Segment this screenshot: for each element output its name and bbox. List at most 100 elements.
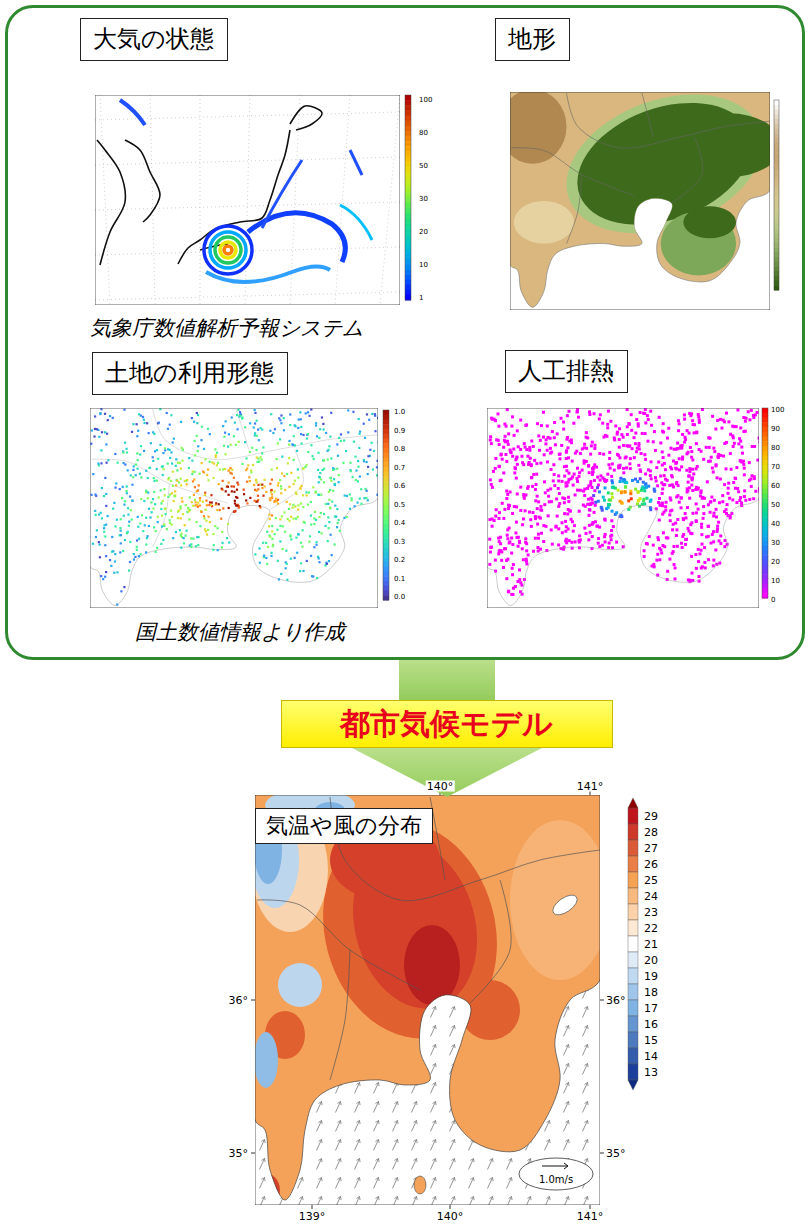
heat-cell — [611, 510, 614, 513]
heat-cell — [642, 499, 645, 502]
landuse-cell — [139, 473, 141, 475]
heat-cell — [684, 543, 687, 546]
landuse-cell — [237, 484, 239, 486]
heat-cell — [690, 484, 693, 487]
landuse-cell — [285, 567, 287, 569]
landuse-cell — [245, 469, 247, 471]
landuse-cell — [365, 497, 367, 499]
landuse-cell — [126, 532, 128, 534]
landuse-cell — [283, 417, 285, 419]
colorbar-cell — [774, 219, 779, 224]
landuse-cell — [364, 437, 366, 439]
landuse-cell — [256, 420, 258, 422]
landuse-cell — [167, 478, 169, 480]
landuse-cell — [215, 456, 217, 458]
landuse-cell — [128, 569, 130, 571]
landuse-cell — [368, 419, 370, 421]
landuse-cell — [328, 560, 330, 562]
landuse-cell — [226, 486, 228, 488]
landuse-cell — [114, 486, 116, 488]
heat-cell — [565, 457, 568, 460]
heat-cell — [680, 465, 683, 468]
landuse-cell — [269, 483, 271, 485]
heat-cell — [489, 478, 492, 481]
landuse-cell — [234, 502, 236, 504]
heat-cell — [667, 454, 670, 457]
landuse-cell — [139, 522, 141, 524]
heat-cell — [634, 442, 637, 445]
heat-cell — [511, 512, 514, 515]
colorbar-cell — [383, 557, 389, 562]
heat-cell — [501, 502, 504, 505]
landuse-cell — [279, 438, 281, 440]
heat-cell — [576, 467, 579, 470]
heat-cell — [705, 446, 708, 449]
landuse-cell — [225, 420, 227, 422]
landuse-cell — [170, 451, 172, 453]
colorbar-cell — [383, 562, 389, 567]
landuse-cell — [124, 442, 126, 444]
heat-cell — [639, 468, 642, 471]
typhoon-ring — [220, 242, 236, 258]
landuse-cell — [277, 503, 279, 505]
landuse-cell — [162, 452, 164, 454]
landuse-cell — [193, 421, 195, 423]
landuse-cell — [133, 465, 135, 467]
landuse-cell — [116, 519, 118, 521]
heat-cell — [513, 434, 516, 437]
landuse-cell — [164, 449, 166, 451]
landuse-cell — [148, 525, 150, 527]
colorbar-cell — [405, 218, 411, 224]
landuse-cell — [331, 554, 333, 556]
landuse-cell — [329, 507, 331, 509]
landuse-cell — [200, 510, 202, 512]
landuse-cell — [219, 509, 221, 511]
landuse-cell — [280, 492, 282, 494]
landuse-cell — [360, 488, 362, 490]
heat-cell — [536, 523, 539, 526]
heat-cell — [524, 494, 527, 497]
colorbar-cell — [405, 203, 411, 209]
heat-cell — [721, 500, 724, 503]
landuse-cell — [100, 575, 102, 577]
landuse-cell — [347, 409, 349, 411]
boundary — [153, 484, 170, 547]
heat-cell — [490, 546, 493, 549]
heat-cell — [673, 448, 676, 451]
landuse-cell — [325, 503, 327, 505]
map-frame — [95, 95, 400, 305]
heat-cell — [711, 467, 714, 470]
heat-cell — [685, 452, 688, 455]
heat-cell — [588, 471, 591, 474]
landuse-cell — [233, 485, 235, 487]
heat-cell — [705, 535, 708, 538]
colorbar-cell — [383, 472, 389, 477]
landuse-cell — [345, 450, 347, 452]
landuse-cell — [320, 512, 322, 514]
heat-cell — [505, 425, 508, 428]
landuse-cell — [305, 412, 307, 414]
heat-cell — [687, 527, 690, 530]
heat-cell — [537, 434, 540, 437]
landuse-cell — [120, 530, 122, 532]
heat-cell — [610, 534, 613, 537]
heat-cell — [680, 506, 683, 509]
landuse-cell — [340, 433, 342, 435]
heat-cell — [509, 450, 512, 453]
heat-cell — [695, 431, 698, 434]
landuse-cell — [177, 511, 179, 513]
landuse-cell — [146, 535, 148, 537]
landuse-cell — [258, 461, 260, 463]
heat-cell — [740, 446, 743, 449]
landuse-cell — [222, 425, 224, 427]
landuse-cell — [353, 441, 355, 443]
heat-cell — [669, 519, 672, 522]
landuse-cell — [197, 414, 199, 416]
landuse-cell — [288, 457, 290, 459]
landuse-cell — [154, 450, 156, 452]
landuse-cell — [374, 413, 376, 415]
landuse-cell — [91, 429, 93, 431]
heat-cell — [615, 541, 618, 544]
heat-cell — [628, 462, 631, 465]
landuse-cell — [207, 468, 209, 470]
